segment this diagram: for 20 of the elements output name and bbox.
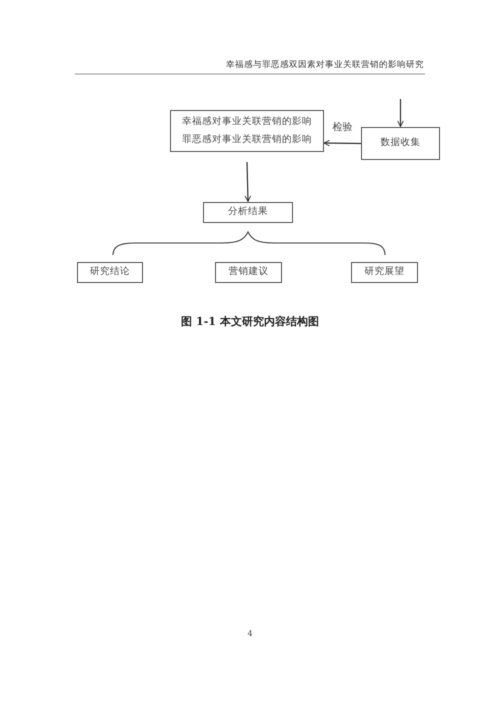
edge-label: 检验 [332,120,352,134]
running-header: 幸福感与罪恶感双因素对事业关联营销的影响研究 [226,59,424,71]
arrow [324,140,361,146]
result-box [351,262,418,283]
box-text: 分析结果 [228,206,268,219]
box-text: 罪恶感对事业关联营销的影响 [182,134,312,146]
result-box [77,262,143,283]
box-text: 幸福感对事业关联营销的影响 [182,116,312,128]
page-number: 4 [246,629,254,638]
process-box [170,110,324,152]
result-box [215,262,282,283]
process-box [203,202,293,223]
box-text: 研究结论 [90,266,130,279]
box-text: 研究展望 [364,266,404,279]
arrow [244,162,252,202]
arrow [397,99,404,127]
box-text: 数据收集 [380,137,420,150]
figure-caption: 图 1-1 本文研究内容结构图 [180,314,320,329]
process-box [361,127,440,160]
box-text: 营销建议 [228,266,268,279]
